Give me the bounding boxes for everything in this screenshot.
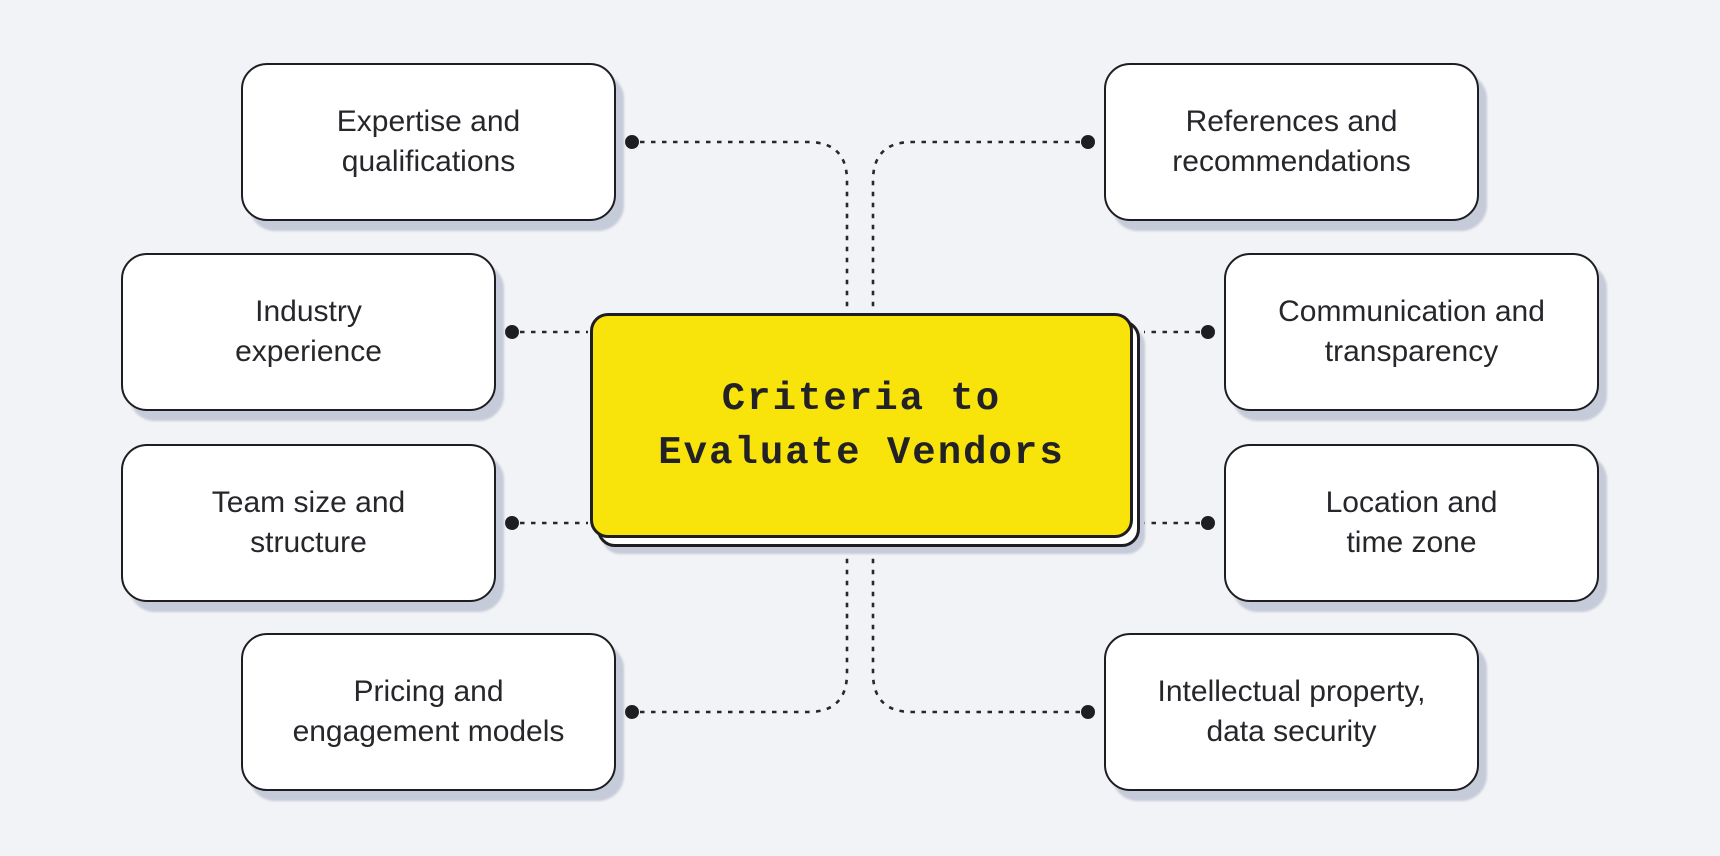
node-industry-experience[interactable]: Industry experience <box>121 253 496 411</box>
node-label: Team size and structure <box>211 486 406 559</box>
connector-dot-pricing <box>625 705 639 719</box>
connector-dot-industry <box>505 325 519 339</box>
node-label: References and recommendations <box>1172 105 1411 178</box>
center-topic-card[interactable]: Criteria to Evaluate Vendors <box>590 313 1133 538</box>
connector-dot-team-size <box>505 516 519 530</box>
connector-dot-intellectual-property <box>1081 705 1095 719</box>
node-label: Expertise and qualifications <box>336 105 521 178</box>
connector-dot-communication <box>1201 325 1215 339</box>
center-topic-label: Criteria to Evaluate Vendors <box>658 376 1065 475</box>
node-references-recommendations[interactable]: References and recommendations <box>1104 63 1479 221</box>
node-expertise-qualifications[interactable]: Expertise and qualifications <box>241 63 616 221</box>
connector-intellectual-property <box>871 552 1080 714</box>
node-label: Communication and transparency <box>1278 295 1545 368</box>
node-pricing-engagement-models[interactable]: Pricing and engagement models <box>241 633 616 791</box>
connector-references <box>871 140 1080 311</box>
connector-pricing <box>640 552 849 714</box>
connector-dot-references <box>1081 135 1095 149</box>
node-label: Pricing and engagement models <box>292 675 565 748</box>
node-label: Location and time zone <box>1325 486 1498 559</box>
node-intellectual-property-data-security[interactable]: Intellectual property, data security <box>1104 633 1479 791</box>
node-communication-transparency[interactable]: Communication and transparency <box>1224 253 1599 411</box>
node-location-time-zone[interactable]: Location and time zone <box>1224 444 1599 602</box>
node-team-size-structure[interactable]: Team size and structure <box>121 444 496 602</box>
node-label: Intellectual property, data security <box>1157 675 1426 748</box>
node-label: Industry experience <box>235 295 382 368</box>
connector-dot-location <box>1201 516 1215 530</box>
connector-expertise <box>640 140 849 311</box>
connector-dot-expertise <box>625 135 639 149</box>
